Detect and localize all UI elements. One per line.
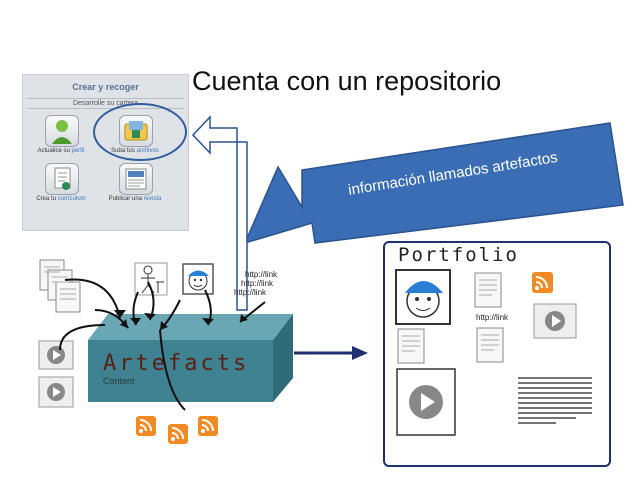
artefacts-subtitle: Content <box>103 376 135 386</box>
resume-label-prefix: Crea tu <box>36 196 58 202</box>
artefacts-title: Artefacts <box>103 351 250 376</box>
input-arrows <box>59 278 266 411</box>
magazine-label-prefix: Publicar una <box>108 196 144 202</box>
link-text-2[interactable]: http://link <box>241 279 274 288</box>
document-icon <box>397 328 425 364</box>
magazine-tile-label[interactable]: Publicar una revista <box>104 196 166 202</box>
rss-icon <box>532 272 553 293</box>
face-avatar-icon <box>182 263 214 295</box>
magazine-icon[interactable] <box>119 163 153 195</box>
link-text-1[interactable]: http://link <box>245 270 278 279</box>
document-icon <box>476 327 504 363</box>
resume-icon[interactable] <box>45 163 79 195</box>
panel-subheader: Desarrolle su cartera <box>27 98 184 109</box>
link-text-3[interactable]: http://link <box>234 288 267 297</box>
files-label-link[interactable]: archivos <box>136 148 159 154</box>
page-title: Cuenta con un repositorio <box>192 66 502 96</box>
outline-up-arrow <box>191 115 248 311</box>
panel-header: Crear y recoger <box>72 82 139 92</box>
document-icon <box>474 272 502 308</box>
profile-label-prefix: Actualice su <box>37 148 72 154</box>
text-lines-block <box>518 377 592 424</box>
resume-tile-label[interactable]: Crea tu currículum <box>30 196 92 202</box>
face-avatar-icon <box>395 269 451 325</box>
portfolio-title: Portfolio <box>398 244 519 266</box>
resume-label-link[interactable]: currículum <box>57 196 86 202</box>
video-thumbnail-icon <box>533 303 577 339</box>
highlight-circle <box>93 103 187 161</box>
portfolio-link[interactable]: http://link <box>476 313 509 322</box>
rss-icons-group <box>136 416 218 444</box>
profile-tile-label[interactable]: Actualice su perfil <box>30 148 92 154</box>
video-thumbnail-icon <box>38 340 74 370</box>
right-arrow <box>294 346 368 360</box>
upload-files-icon[interactable] <box>119 115 153 147</box>
create-collect-panel: Crear y recoger Desarrolle su cartera Ac… <box>22 74 189 231</box>
video-player-icon <box>396 368 456 436</box>
files-tile-label[interactable]: Suba tus archivos <box>104 148 166 154</box>
user-profile-icon[interactable] <box>45 115 79 147</box>
document-stack-icon <box>39 259 81 313</box>
magazine-label-link[interactable]: revista <box>143 196 162 202</box>
files-label-prefix: Suba tus <box>111 148 137 154</box>
video-thumbnail-icon <box>38 376 74 408</box>
profile-label-link[interactable]: perfil <box>71 148 85 154</box>
